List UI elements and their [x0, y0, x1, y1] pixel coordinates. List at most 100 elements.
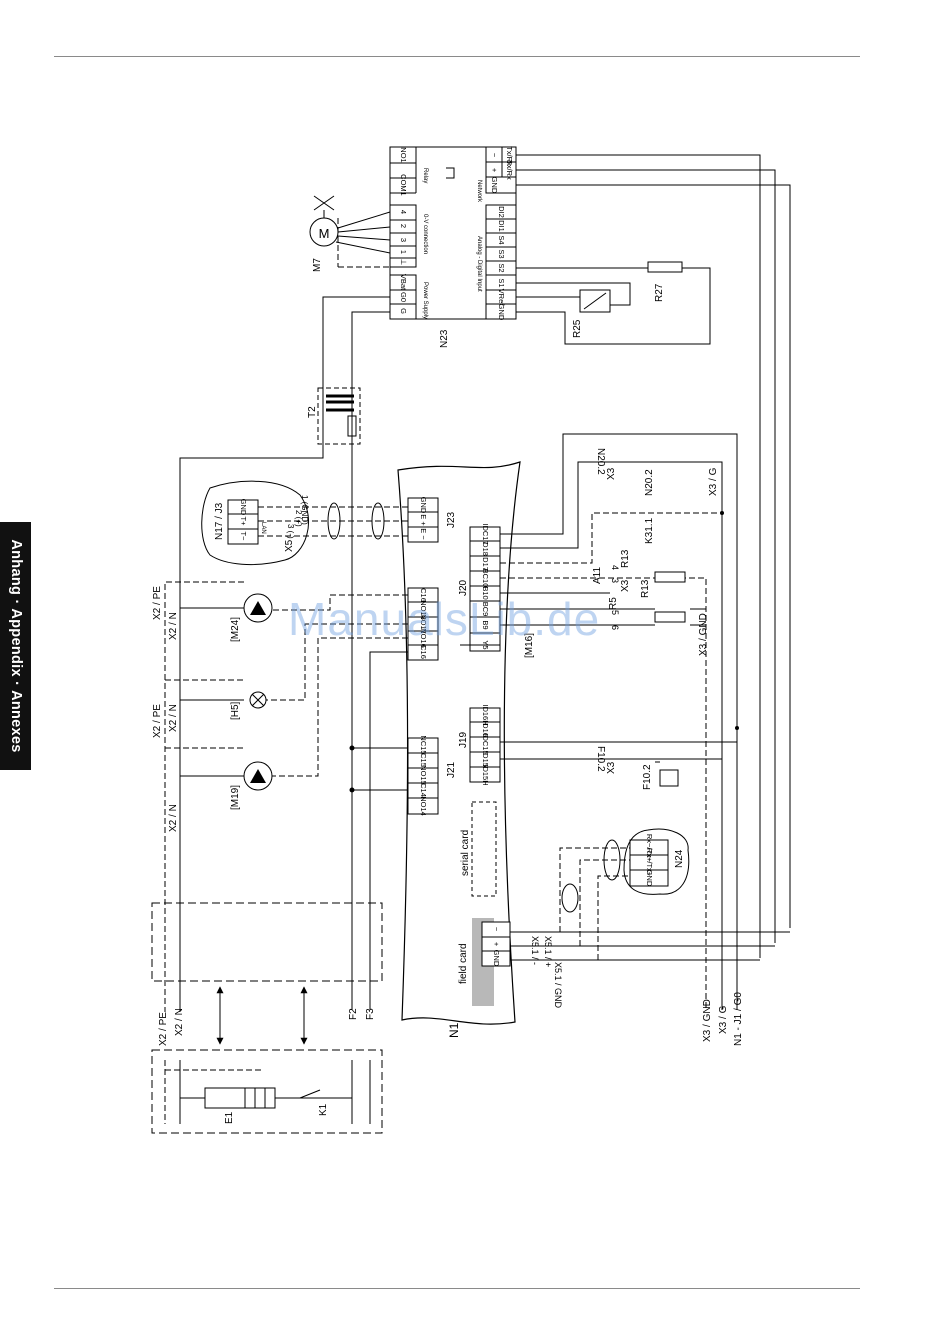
j20b-term-1: ID18 [481, 540, 490, 556]
m19-pump-icon [243, 761, 273, 791]
label-j19: J19 [458, 731, 469, 748]
j19-term-2: IDC15 [481, 733, 490, 754]
n23-ai-term-4: S2 [497, 263, 506, 272]
n24-cloud [623, 828, 690, 895]
label-m16: [M16] [524, 633, 535, 658]
n23-top-term-0: NO1 [399, 147, 408, 162]
f102-switch [659, 769, 679, 787]
n23-ps-term-0: VBat [399, 274, 408, 291]
label-r13a: R13 [620, 549, 631, 568]
label-power-supply: Power Supply [422, 282, 428, 319]
j19-term-3: ID15 [481, 751, 490, 767]
j20b-term-6: B9 [481, 620, 490, 629]
label-network: Network [476, 180, 482, 203]
j20a-term-3: NO16 [419, 628, 428, 648]
r13-resistor [654, 571, 686, 583]
field-term-1: + [492, 942, 501, 947]
label-x3-a: X3 [606, 467, 617, 480]
j20b-term-7: Y5 [481, 640, 490, 649]
h5-lamp-icon [249, 691, 267, 709]
network-wires [516, 154, 791, 958]
field-card [472, 918, 511, 1006]
label-x2pe-2: X2 / PE [152, 704, 163, 738]
label-x2n-3: X2 / N [168, 804, 179, 832]
label-analog-in: Analog - Digital Input [476, 236, 482, 292]
label-x2pe-b: X2 / PE [158, 1012, 169, 1046]
j19-terminal [469, 707, 501, 783]
n23-ai-term-6: VRef [497, 289, 506, 307]
n17-cloud [201, 480, 309, 565]
j20-left [407, 587, 439, 661]
label-x2n-b: X2 / N [174, 1008, 185, 1036]
field-term-2: GND [492, 950, 501, 967]
label-j21: J21 [446, 761, 457, 778]
n24-term-2: GND [645, 870, 654, 887]
j21-term-2: NO15 [419, 765, 428, 785]
label-a11: A11 [592, 567, 603, 584]
j20a-term-2: NO17 [419, 614, 428, 634]
j20a-term-0: C16 [419, 588, 428, 602]
j21-term-3: C14 [419, 783, 428, 797]
label-n202a: N20.2 [595, 448, 606, 475]
label-x51gnd: X5.1 / GND [553, 962, 563, 1009]
n23-net-term-2: GND [490, 177, 499, 194]
j20b-term-5: BC9 [481, 602, 490, 617]
label-x3g-a: X3 / G [708, 467, 719, 496]
label-lan: LAN [260, 522, 266, 534]
n1-board [397, 461, 521, 1025]
r27-resistor [647, 261, 683, 273]
label-k311: K31.1 [644, 517, 655, 544]
label-f102b: F10.2 [642, 764, 653, 790]
label-x5: X5 [284, 539, 295, 552]
label-n24: N24 [674, 849, 685, 868]
n23-top-term-1: COM1 [399, 174, 408, 196]
j21-terminal [407, 737, 439, 815]
n23-io-term-3: 1 [399, 250, 408, 254]
svg-text:M: M [319, 226, 330, 241]
power-wires [179, 296, 390, 1012]
j20a-term-1: NO18 [419, 600, 428, 620]
j23-term-2: E − [419, 528, 428, 540]
label-serial-card: serial card [460, 830, 471, 876]
n24-term-1: Rx+/Tx+ [645, 848, 654, 877]
label-f102a: F10.2 [595, 746, 606, 772]
label-j23: J23 [446, 511, 457, 528]
r5-resistor [654, 611, 686, 623]
left-wires [151, 581, 408, 1134]
n23-ps-term-2: G [399, 308, 408, 314]
label-r13b: R13 [640, 579, 651, 598]
label-num-4: 4 [610, 565, 620, 570]
label-x2n-2: X2 / N [168, 704, 179, 732]
label-r27: R27 [654, 283, 665, 302]
right-wires [460, 433, 790, 1010]
label-x3g-b: X3 / G [718, 1005, 729, 1034]
label-x3gnd-a: X3 / GND [698, 613, 709, 656]
label-x2pe-1: X2 / PE [152, 586, 163, 620]
label-field-card: field card [458, 943, 469, 984]
m7-motor [309, 195, 391, 268]
label-3minus: 3 (-) [286, 524, 295, 539]
label-x3-c: X3 [606, 761, 617, 774]
j20a-term-4: C16 [419, 645, 428, 659]
label-io: 0-V connection [422, 214, 428, 254]
bottom-rule [54, 1288, 860, 1289]
j23-terminal [407, 497, 439, 543]
label-num-3: 3 [610, 578, 620, 583]
j23-term-0: GND [419, 497, 428, 514]
label-f2: F2 [348, 1008, 359, 1020]
j19-term-0: ID16H [481, 704, 490, 725]
side-tab[interactable]: Anhang · Appendix · Annexes [0, 522, 31, 770]
j20b-term-2: ID17 [481, 555, 490, 571]
j19-term-1: ID16 [481, 721, 490, 737]
n23-net-term-0: − [490, 153, 499, 158]
label-n17j3: N17 / J3 [214, 502, 225, 540]
label-h5: [H5] [230, 701, 241, 720]
label-num-6: 6 [610, 625, 620, 630]
label-n202b: N20.2 [644, 469, 655, 496]
m24-pump-icon [243, 593, 273, 623]
label-x51plus: X5.1 / + [543, 936, 553, 967]
n23-io-term-1: 2 [399, 224, 408, 228]
label-r5: R5 [608, 597, 619, 610]
n23-net-term-1: + [490, 168, 499, 173]
